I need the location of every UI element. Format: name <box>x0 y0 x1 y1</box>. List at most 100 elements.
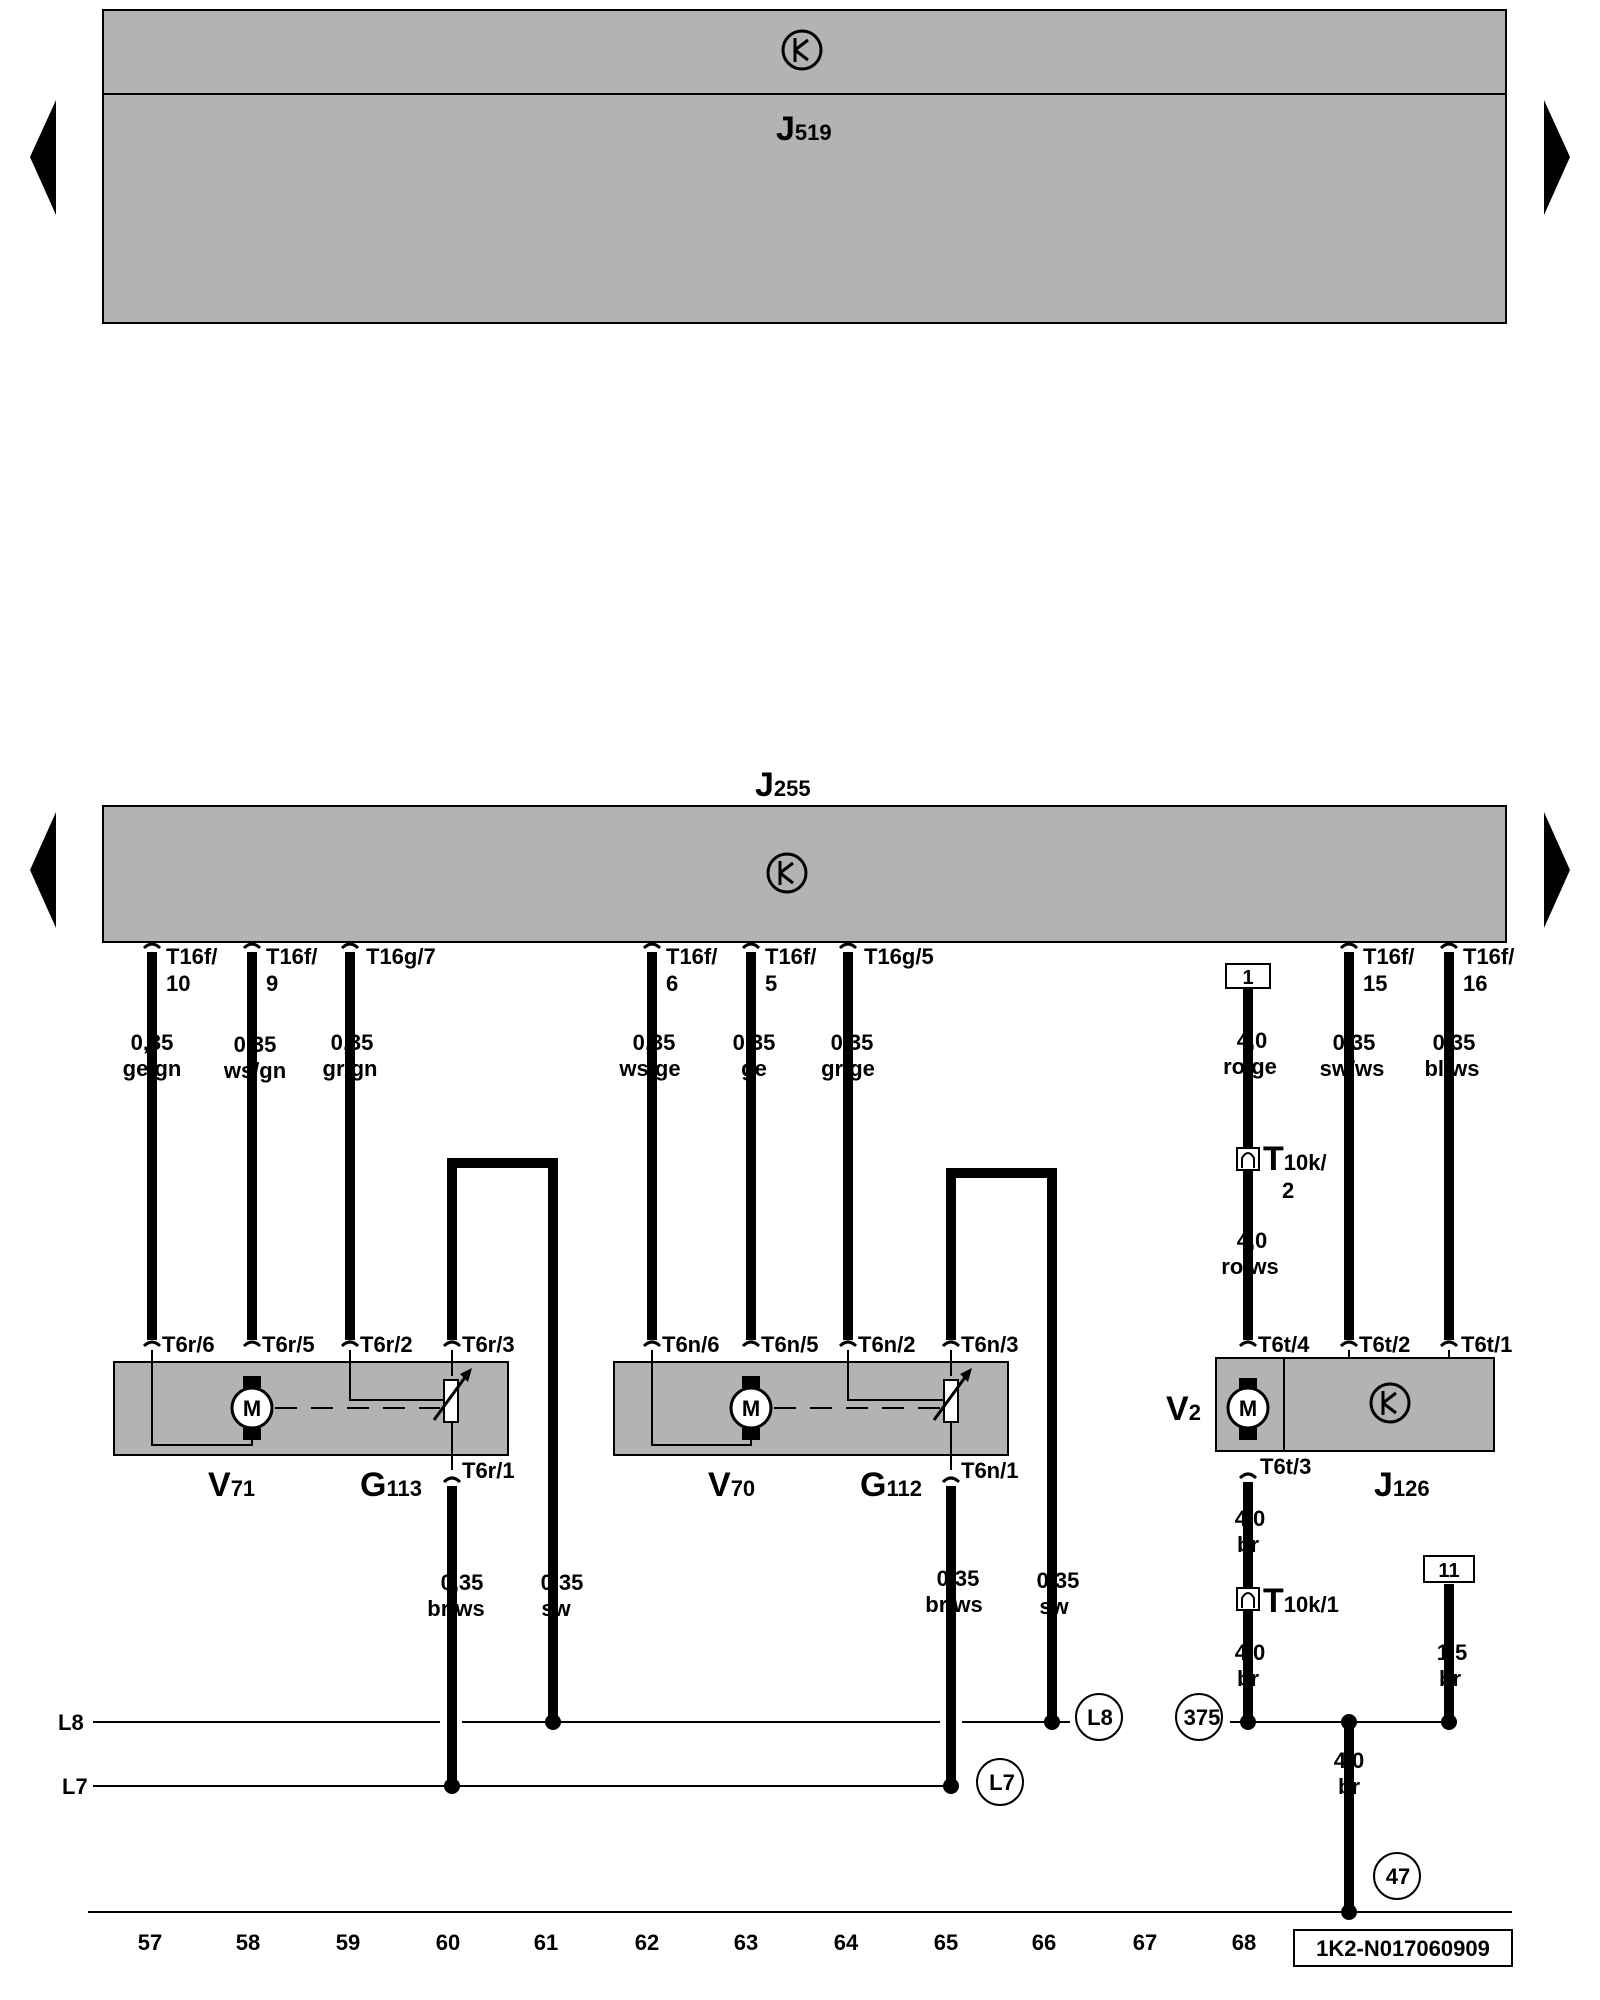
potentiometer-icon <box>932 1368 972 1423</box>
track-number: 62 <box>635 1930 659 1955</box>
circle-ref-375[interactable]: 375 <box>1175 1693 1223 1741</box>
bus-lines: L8 L7 <box>58 1710 1512 1913</box>
svg-text:T10k/1: T10k/1 <box>1263 1582 1339 1620</box>
connector-label: T16f/ <box>166 944 217 969</box>
svg-text:br: br <box>1237 1532 1259 1557</box>
svg-text:T6n/6: T6n/6 <box>662 1332 719 1357</box>
motor-icon: M <box>1226 1386 1270 1430</box>
module-j519-label: J519 <box>776 110 832 148</box>
component-v2-label: V2 <box>1166 1390 1201 1428</box>
component-v70-g112: M V70 G112 <box>613 1350 1009 1504</box>
svg-text:0,35: 0,35 <box>1037 1568 1080 1593</box>
line-label-l7: L7 <box>62 1774 88 1799</box>
connector-pins-mid <box>142 1340 1459 1348</box>
svg-text:T6n/2: T6n/2 <box>858 1332 915 1357</box>
svg-text:T6t/4: T6t/4 <box>1258 1332 1310 1357</box>
connector-label: T16g/5 <box>864 944 934 969</box>
svg-text:2: 2 <box>1282 1178 1294 1203</box>
connector-labels-top: T16f/ 10 T16f/ 9 T16g/7 T16f/ 6 T16f/ 5 … <box>166 944 1514 996</box>
wire-color: ge <box>741 1056 767 1081</box>
prev-page-arrow-icon[interactable] <box>30 812 56 928</box>
wire-color: gr/gn <box>323 1056 378 1081</box>
next-page-arrow-icon[interactable] <box>1544 812 1570 928</box>
wire-color: ws/ge <box>618 1056 680 1081</box>
connector-label: T16f/ <box>1363 944 1414 969</box>
module-j126-label: J126 <box>1374 1466 1430 1504</box>
connector-label: 10 <box>166 971 190 996</box>
connector-label: T16f/ <box>266 944 317 969</box>
circle-ref-l7[interactable]: L7 <box>976 1758 1024 1806</box>
track-number: 66 <box>1032 1930 1056 1955</box>
wire-size: 0,35 <box>1433 1030 1476 1055</box>
ecu-symbol-icon <box>781 29 823 71</box>
wire-size: 0,35 <box>733 1030 776 1055</box>
prev-page-arrow-icon[interactable] <box>30 100 56 215</box>
ecu-symbol-icon <box>766 852 808 894</box>
track-number: 59 <box>336 1930 360 1955</box>
connector-label: T16g/7 <box>366 944 436 969</box>
component-g112-label: G112 <box>860 1466 922 1504</box>
svg-text:1,5: 1,5 <box>1437 1640 1468 1665</box>
track-number: 58 <box>236 1930 260 1955</box>
component-v71-g113: M V71 G113 <box>113 1350 509 1504</box>
svg-text:4,0: 4,0 <box>1334 1748 1365 1773</box>
wire-color: sw/ws <box>1320 1056 1385 1081</box>
module-j255-label: J255 <box>755 766 811 804</box>
next-page-arrow-icon[interactable] <box>1544 100 1570 215</box>
svg-text:L8: L8 <box>1087 1705 1113 1730</box>
ref-box-1[interactable]: 1 <box>1225 963 1271 989</box>
svg-text:0,35: 0,35 <box>937 1566 980 1591</box>
wire-size: 0,35 <box>831 1030 874 1055</box>
track-numbers: 5758596061626364656667686970 <box>138 1930 1456 1955</box>
wire-size: 0,35 <box>331 1030 374 1055</box>
track-number: 64 <box>834 1930 859 1955</box>
connector-label: T16f/ <box>765 944 816 969</box>
svg-text:sw: sw <box>541 1596 571 1621</box>
motor-icon: M <box>230 1386 274 1430</box>
svg-text:T6r/6: T6r/6 <box>162 1332 215 1357</box>
svg-text:br/ws: br/ws <box>427 1596 484 1621</box>
svg-text:0,35: 0,35 <box>541 1570 584 1595</box>
svg-text:4,0: 4,0 <box>1235 1506 1266 1531</box>
splice-t10k-1: T10k/1 <box>1236 1582 1339 1620</box>
connector-label: 5 <box>765 971 777 996</box>
circle-ref-l8[interactable]: L8 <box>1075 1693 1123 1741</box>
component-v71-label: V71 <box>208 1466 255 1504</box>
splice-t10k-2: T10k/ 2 <box>1236 1140 1327 1203</box>
svg-text:M: M <box>1239 1396 1257 1421</box>
wire-color: ro/ws <box>1221 1254 1278 1279</box>
ref-box-11[interactable]: 11 <box>1423 1555 1475 1583</box>
circle-ref-47[interactable]: 47 <box>1373 1852 1421 1900</box>
track-number: 68 <box>1232 1930 1256 1955</box>
svg-text:T6r/1: T6r/1 <box>462 1458 515 1483</box>
module-j255: J255 <box>102 766 1507 943</box>
wire-color: gr/ge <box>821 1056 875 1081</box>
svg-text:T6t/2: T6t/2 <box>1359 1332 1410 1357</box>
connector-labels-mid: T6r/6 T6r/5 T6r/2 T6r/3 T6n/6 T6n/5 T6n/… <box>162 1332 1512 1357</box>
drawing-id: 1K2-N017060909 <box>1316 1936 1490 1961</box>
svg-text:T6r/3: T6r/3 <box>462 1332 515 1357</box>
svg-text:T6r/2: T6r/2 <box>360 1332 413 1357</box>
wire-labels-lower: 0,35 br/ws 0,35 sw 0,35 br/ws 0,35 sw 4,… <box>427 1506 1467 1799</box>
svg-text:br/ws: br/ws <box>925 1592 982 1617</box>
connector-label: T16f/ <box>1463 944 1514 969</box>
svg-text:br: br <box>1439 1666 1461 1691</box>
track-number: 61 <box>534 1930 558 1955</box>
wire-labels-upper: 0,35 ge/gn 0,35 ws/gn 0,35 gr/gn 0,35 ws… <box>123 1028 1480 1279</box>
connector-label: 16 <box>1463 971 1487 996</box>
drawing-id-box: 1K2-N017060909 <box>1293 1929 1513 1967</box>
svg-text:br: br <box>1338 1774 1360 1799</box>
wire-color: ro/ge <box>1223 1054 1277 1079</box>
svg-text:375: 375 <box>1184 1705 1221 1730</box>
connector-pins-top <box>142 942 1459 950</box>
wire-color: ws/gn <box>223 1058 286 1083</box>
wire-size: 0,35 <box>1333 1030 1376 1055</box>
svg-text:T6t/3: T6t/3 <box>1260 1454 1311 1479</box>
wire-size: 4,0 <box>1237 1028 1268 1053</box>
motor-icon: M <box>729 1386 773 1430</box>
wire-size: 0,35 <box>234 1032 277 1057</box>
svg-text:47: 47 <box>1386 1864 1410 1889</box>
svg-text:T10k/: T10k/ <box>1263 1140 1327 1178</box>
